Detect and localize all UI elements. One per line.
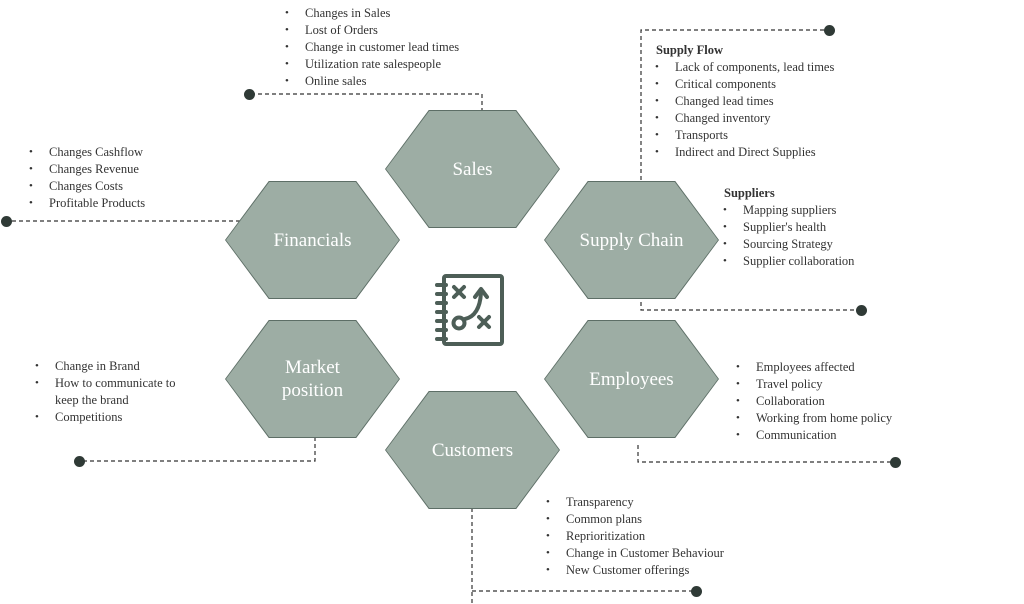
suppliers-endpoint-dot — [855, 304, 867, 316]
market-position-bullet-list: Change in Brand How to communicate to ke… — [35, 358, 195, 426]
list-item: New Customer offerings — [546, 562, 776, 579]
list-item: Communication — [736, 427, 936, 444]
list-item: Change in Customer Behaviour — [546, 545, 776, 562]
sales-endpoint-dot — [243, 88, 255, 100]
suppliers-bullet-list: Mapping suppliers Supplier's health Sour… — [723, 202, 923, 270]
list-item: Changes Revenue — [29, 161, 219, 178]
list-item: Changed inventory — [655, 110, 895, 127]
list-item: Lack of components, lead times — [655, 59, 895, 76]
list-item: Change in customer lead times — [285, 39, 515, 56]
supply-flow-endpoint-dot — [823, 24, 835, 36]
sales-connector — [249, 93, 483, 112]
list-item: Working from home policy — [736, 410, 936, 427]
list-item: Lost of Orders — [285, 22, 515, 39]
suppliers-title: Suppliers — [724, 186, 775, 200]
sales-bullet-list: Changes in Sales Lost of Orders Change i… — [285, 5, 515, 90]
list-item: Employees affected — [736, 359, 936, 376]
market-position-hexagon-label: Market position — [226, 321, 399, 437]
employees-bullet-list: Employees affected Travel policy Collabo… — [736, 359, 936, 444]
strategy-board-icon — [435, 274, 504, 346]
list-item: Supplier collaboration — [723, 253, 923, 270]
list-item: Changes Cashflow — [29, 144, 219, 161]
list-item: Profitable Products — [29, 195, 219, 212]
list-item: Collaboration — [736, 393, 936, 410]
list-item: Transports — [655, 127, 895, 144]
market-position-endpoint-dot — [73, 455, 85, 467]
list-item: Travel policy — [736, 376, 936, 393]
supply-flow-title: Supply Flow — [656, 43, 724, 57]
list-item: Changes Costs — [29, 178, 219, 195]
market-position-connector — [79, 437, 316, 462]
suppliers-connector — [640, 295, 861, 311]
list-item: Changes in Sales — [285, 5, 515, 22]
list-item: Utilization rate salespeople — [285, 56, 515, 73]
list-item: Mapping suppliers — [723, 202, 923, 219]
list-item: Reprioritization — [546, 528, 776, 545]
list-item: Indirect and Direct Supplies — [655, 144, 895, 161]
employees-endpoint-dot — [889, 456, 901, 468]
supply-flow-bullet-list: Lack of components, lead times Critical … — [655, 59, 895, 161]
employees-hexagon: Employees — [544, 320, 719, 438]
list-item: Critical components — [655, 76, 895, 93]
supply-flow-connector — [640, 29, 829, 180]
list-item: How to communicate to keep the brand — [35, 375, 195, 409]
list-item: Competitions — [35, 409, 195, 426]
list-item: Sourcing Strategy — [723, 236, 923, 253]
customers-endpoint-dot — [690, 585, 702, 597]
list-item: Supplier's health — [723, 219, 923, 236]
list-item: Online sales — [285, 73, 515, 90]
financials-bullet-list: Changes Cashflow Changes Revenue Changes… — [29, 144, 219, 212]
list-item: Transparency — [546, 494, 776, 511]
list-item: Changed lead times — [655, 93, 895, 110]
list-item: Change in Brand — [35, 358, 195, 375]
customers-bullet-list: Transparency Common plans Reprioritizati… — [546, 494, 776, 579]
supply-chain-hexagon: Supply Chain — [544, 181, 719, 299]
list-item: Common plans — [546, 511, 776, 528]
financials-endpoint-dot — [0, 215, 12, 227]
employees-connector — [637, 445, 895, 463]
